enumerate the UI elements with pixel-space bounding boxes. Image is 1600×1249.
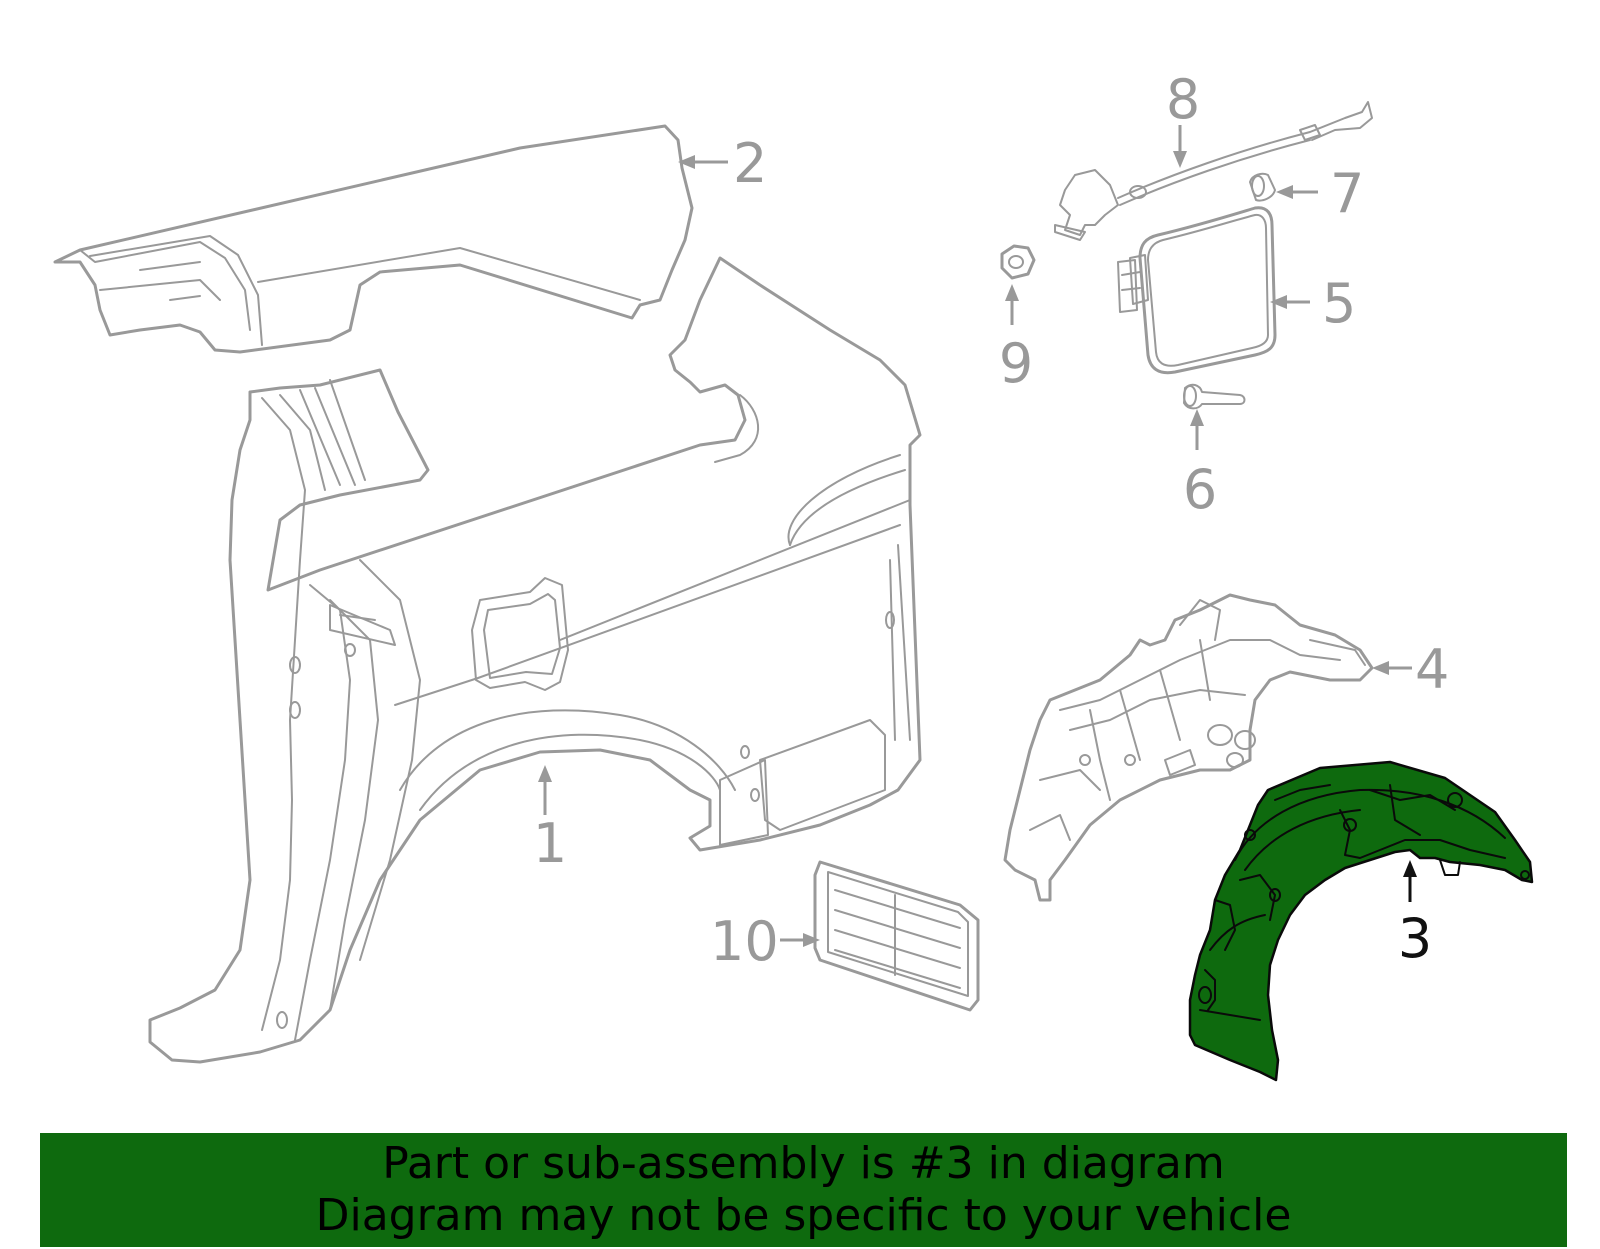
callout-2: 2 xyxy=(678,132,767,195)
banner-line-1: Part or sub-assembly is #3 in diagram xyxy=(382,1138,1225,1189)
part-3-fender-liner xyxy=(1188,760,1534,1082)
callout-8-label: 8 xyxy=(1166,68,1200,131)
callout-10: 10 xyxy=(710,910,820,973)
part-6-pin xyxy=(1183,383,1246,410)
callout-5-label: 5 xyxy=(1322,272,1356,335)
callout-3-label: 3 xyxy=(1398,907,1432,970)
callout-1: 1 xyxy=(533,765,567,875)
callout-6: 6 xyxy=(1183,409,1217,521)
part-9-nut xyxy=(1000,244,1036,280)
callout-4: 4 xyxy=(1372,638,1449,701)
callout-9-label: 9 xyxy=(999,332,1033,395)
callout-5: 5 xyxy=(1270,272,1356,335)
part-5-fuel-door xyxy=(1117,206,1277,375)
part-10-pressure-vent xyxy=(813,860,980,1012)
callout-6-label: 6 xyxy=(1183,458,1217,521)
part-8-release-cable xyxy=(1054,101,1373,241)
banner-line-2: Diagram may not be specific to your vehi… xyxy=(315,1190,1292,1241)
part-2-quarter-inner-upper xyxy=(53,124,694,354)
part-4-wheelhouse xyxy=(1003,593,1374,902)
callout-7: 7 xyxy=(1276,162,1364,225)
callout-4-label: 4 xyxy=(1415,638,1449,701)
part-7-cap xyxy=(1249,172,1276,202)
callout-9: 9 xyxy=(999,284,1033,395)
callout-10-label: 10 xyxy=(710,910,779,973)
callout-3: 3 xyxy=(1398,860,1432,970)
callout-1-label: 1 xyxy=(533,812,567,875)
callout-7-label: 7 xyxy=(1330,162,1364,225)
info-banner: Part or sub-assembly is #3 in diagram Di… xyxy=(40,1133,1567,1247)
callout-2-label: 2 xyxy=(733,132,767,195)
callout-8: 8 xyxy=(1166,68,1200,168)
part-1-quarter-panel xyxy=(148,256,922,1064)
